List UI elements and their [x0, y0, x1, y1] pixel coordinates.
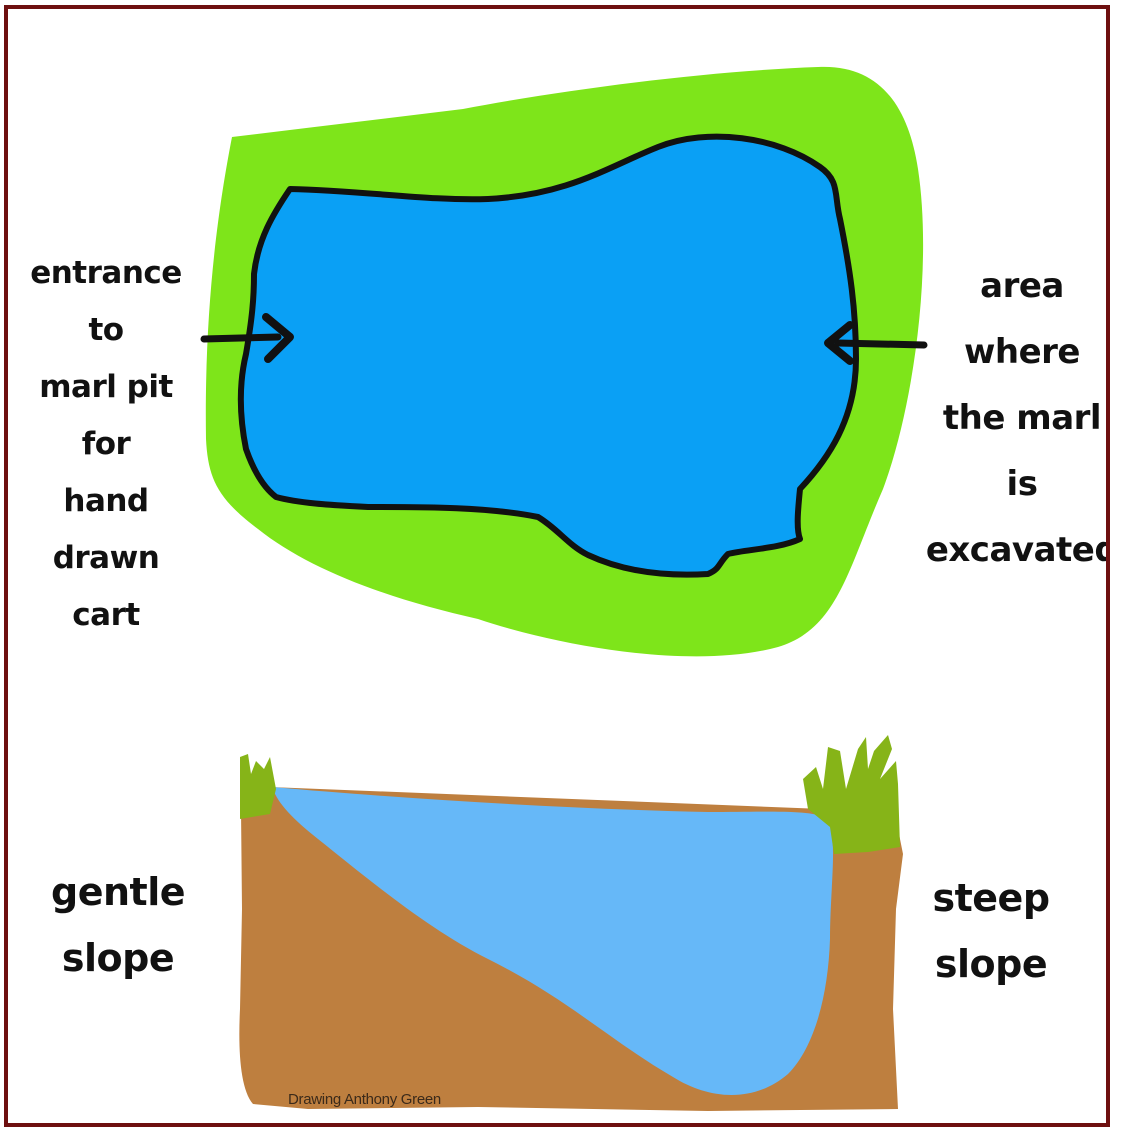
section-view	[239, 735, 903, 1111]
vegetation-left	[240, 754, 276, 819]
drawing-credit: Drawing Anthony Green	[288, 1091, 441, 1108]
steep-slope-label: steep slope	[926, 865, 1056, 997]
gentle-slope-label: gentle slope	[48, 859, 188, 991]
entrance-label: entrance to marl pit for hand drawn cart	[16, 245, 196, 644]
plan-view	[204, 67, 924, 656]
excavation-area-label: area where the marl is excavated	[924, 253, 1110, 583]
diagram-frame: entrance to marl pit for hand drawn cart…	[4, 5, 1110, 1127]
